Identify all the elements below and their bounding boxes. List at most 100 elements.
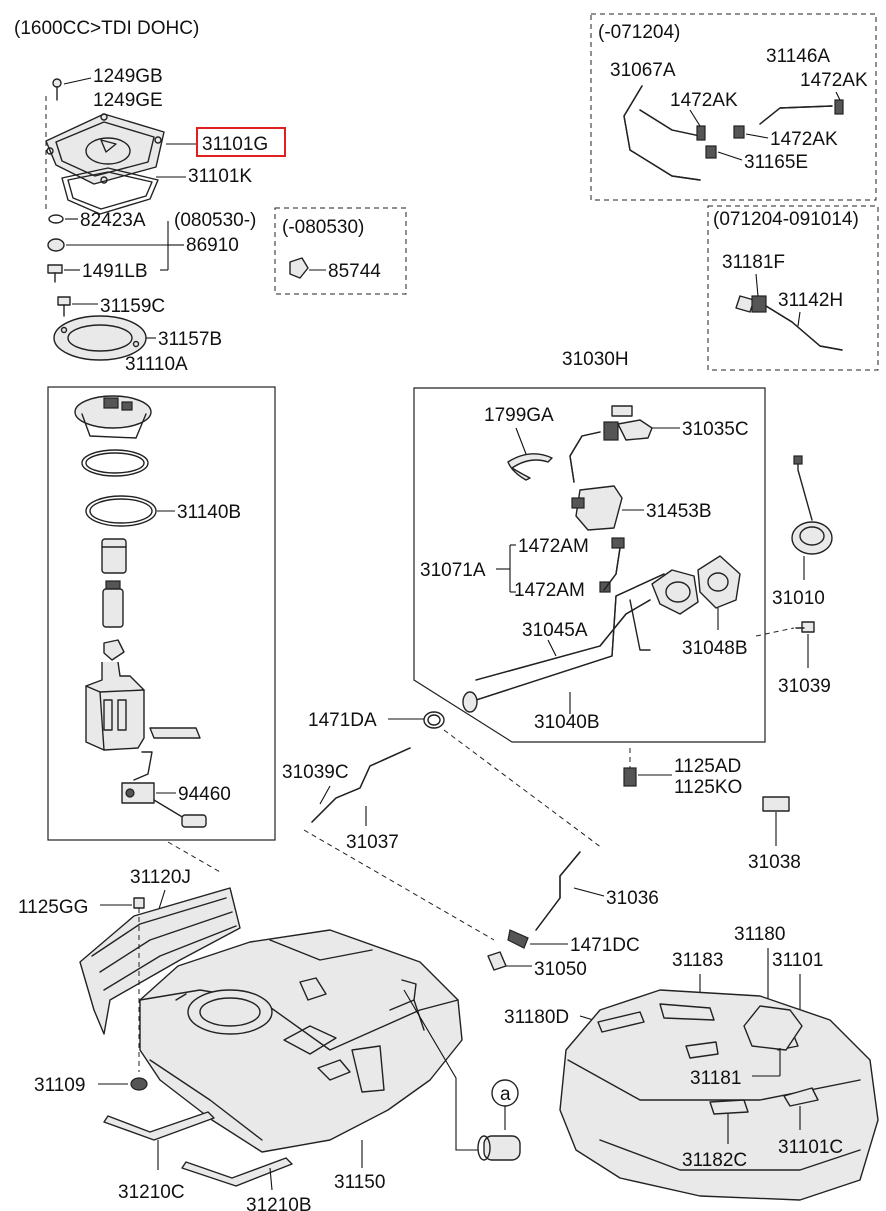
pad-31180d-icon [597, 1011, 645, 1033]
label-31045a[interactable]: 31045A [522, 620, 588, 641]
label-1125gg[interactable]: 1125GG [18, 897, 88, 918]
label-31453b[interactable]: 31453B [646, 501, 712, 522]
label-31165e[interactable]: 31165E [744, 152, 808, 173]
label-31210c[interactable]: 31210C [118, 1182, 185, 1203]
label-1472am-1[interactable]: 1472AM [518, 536, 589, 557]
label-94460[interactable]: 94460 [178, 784, 231, 805]
fuel-tank-31150-icon [139, 929, 463, 1153]
strainer-icon [149, 727, 201, 739]
heat-shield-31120j-icon [79, 887, 241, 1035]
label-31180[interactable]: 31180 [734, 924, 785, 945]
variant-box-071204-091014 [707, 205, 879, 371]
label-plate-31038-icon [762, 796, 790, 812]
canister-filter-31181f-icon [735, 295, 767, 313]
filler-neck-31040b-icon [462, 569, 699, 713]
label-1472ak-1[interactable]: 1472AK [800, 70, 868, 91]
label-31039c[interactable]: 31039C [282, 762, 349, 783]
label-31146a[interactable]: 31146A [766, 46, 830, 67]
label-31101c[interactable]: 31101C [778, 1137, 843, 1158]
label-1472am-2[interactable]: 1472AM [514, 580, 585, 601]
clamps-1472ak-icon [696, 99, 844, 159]
label-1125ko[interactable]: 1125KO [674, 777, 742, 798]
label-31180d[interactable]: 31180D [504, 1007, 569, 1028]
label-1249gb[interactable]: 1249GB [93, 66, 163, 87]
pump-flange-icon [74, 395, 152, 439]
label-31181[interactable]: 31181 [690, 1068, 741, 1089]
label-31030h[interactable]: 31030H [562, 349, 629, 370]
screw-31039-icon [795, 621, 815, 633]
cover-plate-31101g-icon [45, 113, 165, 185]
protector-31180-icon [743, 1005, 803, 1051]
cap-86910-icon [47, 238, 65, 252]
label-31110a[interactable]: 31110A [125, 354, 188, 375]
variant-box-080530 [274, 207, 407, 295]
clip-1799ga-icon [507, 453, 553, 481]
filler-neck-assembly-box [413, 387, 766, 743]
label-31039[interactable]: 31039 [778, 676, 831, 697]
label-31036[interactable]: 31036 [606, 888, 659, 909]
plug-31109-icon [130, 1077, 148, 1091]
label-31157b[interactable]: 31157B [158, 329, 222, 350]
valve-31035c-icon [603, 405, 653, 441]
gasket-31101k-icon [61, 167, 159, 215]
label-071204-box: (-071204) [598, 22, 680, 43]
label-31120j[interactable]: 31120J [130, 867, 191, 888]
label-31182c[interactable]: 31182C [682, 1150, 747, 1171]
label-31101[interactable]: 31101 [772, 950, 823, 971]
engine-note: (1600CC>TDI DOHC) [14, 18, 199, 39]
fuel-tank-variant-icon [559, 989, 879, 1201]
label-1491lb[interactable]: 1491LB [82, 261, 148, 282]
fuel-pump-assembly-box [47, 386, 276, 841]
label-31050[interactable]: 31050 [534, 959, 587, 980]
label-31150[interactable]: 31150 [334, 1172, 385, 1193]
label-1472ak-2[interactable]: 1472AK [670, 90, 738, 111]
clamps-1472am-icon [599, 537, 625, 593]
label-1471da[interactable]: 1471DA [308, 710, 377, 731]
label-a[interactable]: a [500, 1084, 511, 1105]
label-31109[interactable]: 31109 [34, 1075, 85, 1096]
hose-31067a-icon [623, 85, 701, 181]
pad-31101c-icon [783, 1087, 819, 1107]
label-31037[interactable]: 31037 [346, 832, 399, 853]
label-31040b[interactable]: 31040B [534, 712, 600, 733]
hose-31142h-icon [765, 305, 843, 351]
label-31010[interactable]: 31010 [772, 588, 825, 609]
strap-31210c-icon [103, 1111, 215, 1141]
label-85744[interactable]: 85744 [328, 261, 381, 282]
label-31067a[interactable]: 31067A [610, 60, 676, 81]
vent-hose-icon [569, 431, 601, 483]
fitting-a-icon [477, 1135, 521, 1161]
label-31140b[interactable]: 31140B [177, 502, 241, 523]
label-1472ak-3[interactable]: 1472AK [770, 129, 838, 150]
label-1125ad[interactable]: 1125AD [674, 756, 741, 777]
fuel-filter-icon [101, 538, 127, 574]
label-31101g-highlighted[interactable]: 31101G [202, 134, 268, 155]
pad-31182c-icon [709, 1099, 749, 1115]
clip-85744-icon [289, 257, 309, 279]
screw-31159c-icon [57, 296, 71, 317]
label-31159c[interactable]: 31159C [100, 296, 165, 317]
seal-31140b-icon [85, 495, 157, 527]
label-1471dc[interactable]: 1471DC [570, 935, 640, 956]
fuel-pump-motor-icon [102, 580, 124, 628]
bolt-1491lb-icon [47, 264, 63, 283]
label-31181f[interactable]: 31181F [722, 252, 785, 273]
label-31035c[interactable]: 31035C [682, 419, 749, 440]
label-31210b[interactable]: 31210B [246, 1195, 312, 1211]
fuel-cap-31010-icon [791, 455, 833, 555]
label-86910[interactable]: 86910 [186, 235, 239, 256]
label-31101k[interactable]: 31101K [188, 166, 252, 187]
hose-31037-icon [311, 747, 411, 823]
bolt-1125gg-icon [133, 897, 145, 1072]
label-1799ga[interactable]: 1799GA [484, 405, 554, 426]
label-31048b[interactable]: 31048B [682, 638, 748, 659]
label-31142h[interactable]: 31142H [778, 290, 843, 311]
rollover-valve-31453b-icon [571, 485, 623, 531]
highlight-31101g-box [196, 127, 286, 157]
label-31071a[interactable]: 31071A [420, 560, 486, 581]
label-1249ge[interactable]: 1249GE [93, 90, 163, 111]
label-31183[interactable]: 31183 [672, 950, 723, 971]
label-82423a[interactable]: 82423A [80, 210, 146, 231]
label-31038[interactable]: 31038 [748, 852, 801, 873]
